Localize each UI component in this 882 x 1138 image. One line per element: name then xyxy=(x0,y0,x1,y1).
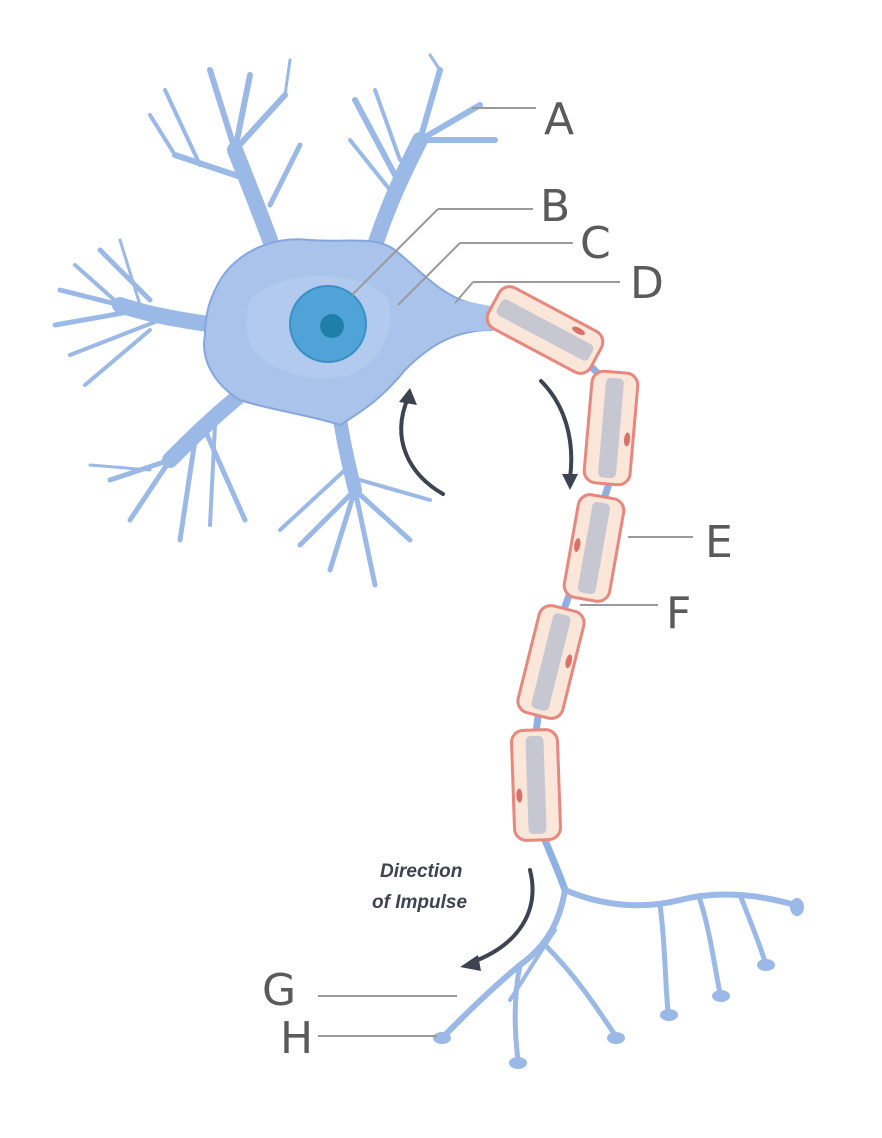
myelin-sheath xyxy=(485,285,640,842)
nucleolus xyxy=(320,314,344,338)
synaptic-knobs xyxy=(433,898,804,1069)
impulse-caption-line1: Direction xyxy=(380,861,462,882)
label-a: A xyxy=(544,94,574,145)
arrow-along-axon xyxy=(539,379,574,480)
arrow-along-axon-head xyxy=(562,474,578,490)
impulse-arrows xyxy=(399,379,578,971)
label-h: H xyxy=(280,1013,313,1064)
arrow-to-terminals xyxy=(468,868,535,965)
label-c: C xyxy=(580,218,611,269)
arrow-into-cell-body-head xyxy=(399,388,417,405)
label-e: E xyxy=(705,517,733,568)
label-f: F xyxy=(666,588,691,639)
leader-lines xyxy=(318,107,693,1037)
label-g: G xyxy=(262,965,296,1016)
arrow-to-terminals-head xyxy=(460,955,481,971)
dendrites xyxy=(52,53,498,588)
label-d: D xyxy=(630,258,664,309)
axon-terminals xyxy=(442,887,798,1063)
arrow-into-cell-body xyxy=(399,396,445,496)
impulse-caption-line2: of Impulse xyxy=(372,892,467,913)
label-b: B xyxy=(540,181,570,232)
